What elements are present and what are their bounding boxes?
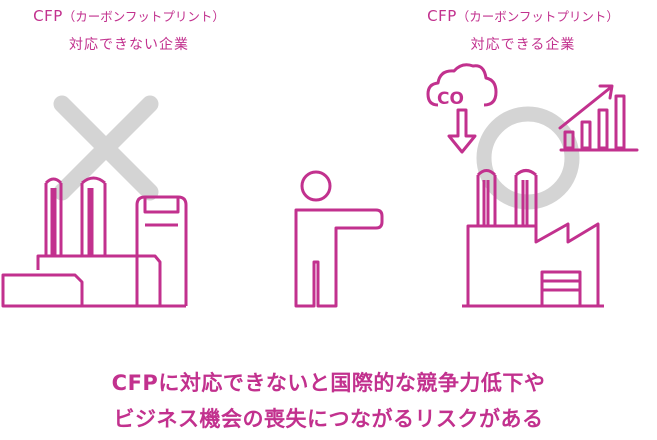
- left-label-paren: （カーボンフットプリント）: [62, 9, 225, 24]
- risk-caption: CFPに対応できないと国際的な競争力低下や ビジネス機会の喪失につながるリスクが…: [0, 365, 657, 437]
- caption-line-1: CFPに対応できないと国際的な競争力低下や: [111, 371, 546, 395]
- down-arrow-icon: [447, 108, 477, 154]
- left-label-status: 対応できない企業: [69, 37, 189, 53]
- left-label: CFP（カーボンフットプリント） 対応できない企業: [4, 6, 254, 55]
- right-label-status: 対応できる企業: [470, 37, 576, 53]
- caption-line-2: ビジネス機会の喪失につながるリスクがある: [113, 407, 544, 431]
- cross-mark-icon: [53, 95, 159, 201]
- right-label: CFP（カーボンフットプリント） 対応できる企業: [398, 6, 648, 55]
- left-label-cfp: CFP: [33, 7, 63, 25]
- modern-factory-icon: [462, 169, 604, 308]
- left-label-title: CFP（カーボンフットプリント）: [4, 6, 254, 27]
- co2-badge: CO: [437, 89, 464, 109]
- factory-icon: [1, 176, 188, 308]
- right-label-title: CFP（カーボンフットプリント）: [398, 6, 648, 27]
- growth-chart-icon: [558, 84, 639, 152]
- person-pointing-icon: [294, 170, 384, 308]
- right-label-paren: （カーボンフットプリント）: [456, 9, 619, 24]
- right-label-cfp: CFP: [427, 7, 457, 25]
- co2-cloud-icon: [426, 63, 498, 107]
